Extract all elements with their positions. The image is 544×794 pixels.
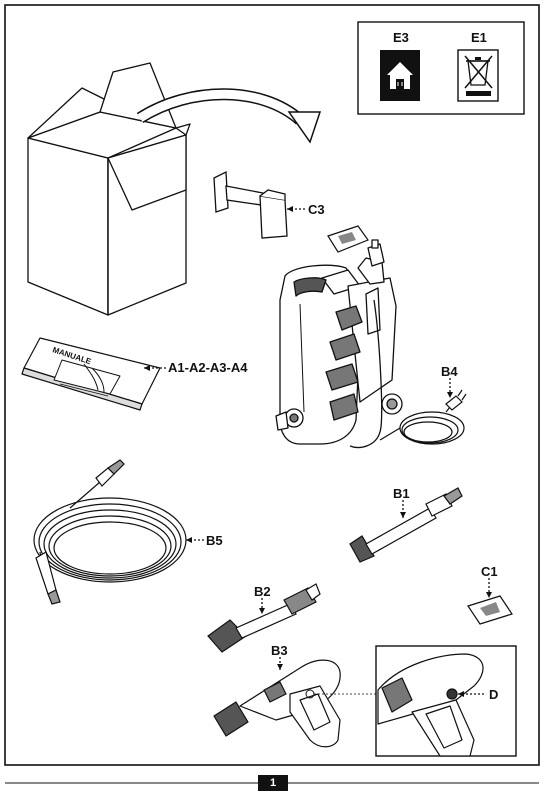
page-frame (4, 4, 540, 766)
a-leader-arrow (144, 365, 150, 371)
lance-b2-drawing (207, 583, 321, 653)
b5-leader-arrow (186, 537, 192, 543)
b2-leader-arrow (259, 608, 265, 614)
unpack-arrow (136, 88, 322, 144)
d-leader-arrow (458, 691, 464, 697)
label-e3: E3 (393, 30, 409, 45)
label-b4: B4 (441, 364, 458, 379)
b3-leader-arrow (277, 664, 283, 670)
pressure-washer-drawing (275, 239, 403, 449)
label-e1: E1 (471, 30, 487, 45)
label-c1: C1 (481, 564, 498, 579)
c3-leader-arrow (287, 206, 293, 212)
manual-booklet-drawing: MANUALE (21, 337, 161, 411)
label-b5: B5 (206, 533, 223, 548)
hose-fittings-drawing (35, 459, 125, 605)
small-bag-c1-drawing (467, 595, 513, 625)
label-a1-a4: A1-A2-A3-A4 (168, 360, 248, 375)
spray-gun-drawing (213, 659, 341, 748)
house-plug-icon (380, 50, 420, 101)
power-cord-coil (379, 401, 465, 445)
label-d: D (489, 687, 499, 702)
b4-leader-arrow (447, 392, 453, 398)
b1-leader-arrow (400, 512, 406, 518)
lance-b1-drawing (349, 487, 463, 563)
label-c3: C3 (308, 202, 325, 217)
wall-bracket-drawing (213, 170, 288, 239)
crossed-out-bin-icon (457, 49, 499, 102)
power-plug-drawing (445, 389, 467, 411)
detail-gun-drawing (377, 653, 484, 757)
screw-bag-drawing (327, 225, 369, 253)
cardboard-box-drawing (27, 62, 191, 316)
label-b3: B3 (271, 643, 288, 658)
label-b1: B1 (393, 486, 410, 501)
symbols-box (357, 21, 525, 115)
label-b2: B2 (254, 584, 271, 599)
page-number: 1 (258, 775, 288, 791)
c1-leader-arrow (486, 592, 492, 598)
high-pressure-hose-drawing (33, 469, 187, 593)
